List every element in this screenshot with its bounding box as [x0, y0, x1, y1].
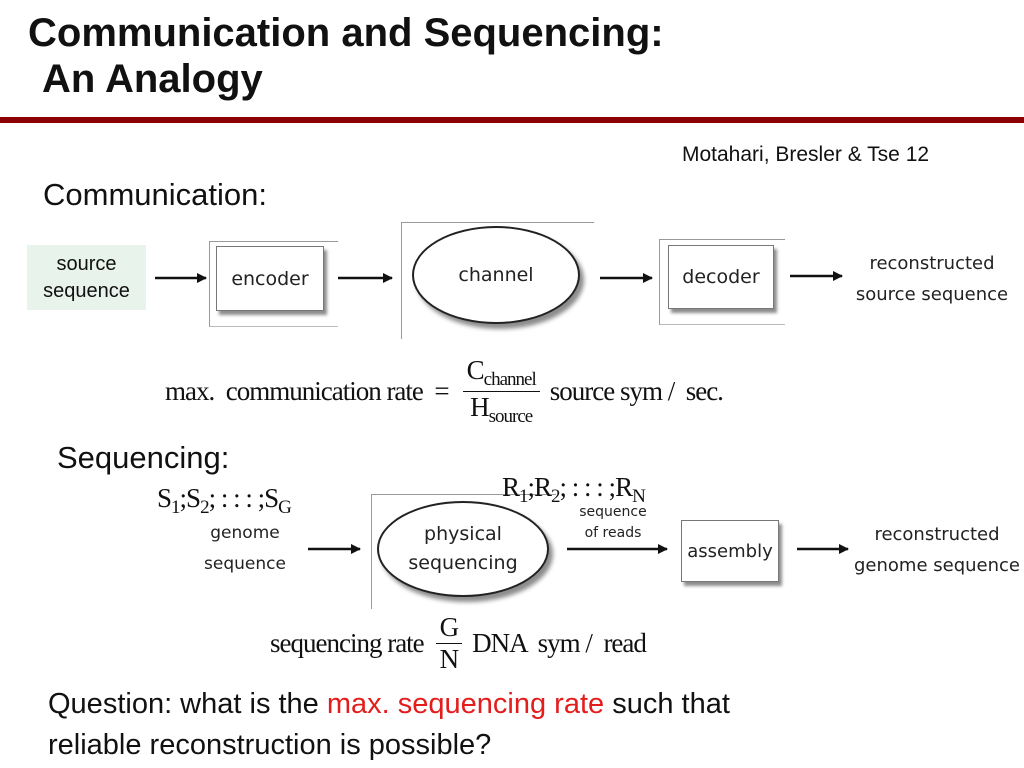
genome-s2-sub: 2: [200, 497, 209, 518]
reconstructed-genome-line-1: reconstructed: [874, 524, 1000, 545]
question-text: Question: what is the max. sequencing ra…: [48, 684, 730, 766]
source-line-1: source: [56, 253, 117, 275]
reconstructed-source-line-2: source sequence: [855, 284, 1009, 305]
citation: Motahari, Bresler & Tse 12: [682, 143, 930, 166]
comm-rate-units: source sym / sec.: [549, 375, 724, 406]
question-highlight: max. sequencing rate: [326, 688, 605, 720]
reads-symbols: R1;R2; : : : ;RN: [502, 472, 646, 508]
source-sequence-box: source sequence: [27, 245, 146, 310]
channel-frame: [401, 222, 594, 339]
reads-rn-sub: N: [632, 486, 646, 507]
seq-rate-numerator: G: [435, 612, 463, 644]
genome-s1-sub: 1: [171, 497, 180, 518]
genome-sep: ;: [179, 483, 187, 513]
sequence-of-reads-label: sequence of reads: [567, 502, 659, 544]
comm-num-sub: channel: [483, 368, 537, 390]
comm-rate-fraction: Cchannel Hsource: [462, 354, 540, 428]
question-prefix: Question: what is the: [48, 688, 327, 720]
genome-ellipsis: ; : : : ;: [208, 483, 266, 513]
reads-rn: R: [615, 472, 633, 502]
sequencing-heading: Sequencing:: [57, 440, 230, 475]
sequencing-rate-formula: sequencing rate G N DNA sym / read: [270, 607, 647, 679]
physical-label: physical sequencing: [408, 520, 517, 578]
seq-rate-denominator: N: [439, 643, 459, 674]
reconstructed-genome-label: reconstructed genome sequence: [852, 519, 1022, 581]
comm-rate-denominator: Hsource: [470, 391, 534, 428]
reconstructed-genome-line-2: genome sequence: [854, 555, 1020, 576]
channel-node: channel: [412, 226, 580, 324]
encoder-box: encoder: [216, 246, 324, 311]
seq-rate-units: DNA sym / read: [472, 627, 647, 658]
question-line-1: Question: what is the max. sequencing ra…: [48, 684, 730, 725]
physical-sequencing-node: physical sequencing: [377, 501, 549, 597]
genome-s2: S: [186, 483, 201, 513]
genome-sequence-label: genome sequence: [190, 518, 300, 580]
seq-rate-lhs: sequencing rate: [270, 627, 425, 658]
slide-title: Communication and Sequencing: An Analogy: [28, 10, 664, 102]
decoder-frame: [659, 239, 785, 325]
genome-line-1: genome: [210, 523, 280, 543]
title-rule: [0, 117, 1024, 123]
question-suffix: such that: [604, 688, 730, 720]
reads-ellipsis: ; : : : ;: [559, 472, 617, 502]
physical-frame: [371, 494, 556, 609]
title-line-2: An Analogy: [42, 57, 263, 101]
comm-den-base: H: [470, 391, 489, 422]
channel-label: channel: [458, 263, 534, 286]
comm-rate-lhs: max. communication rate =: [165, 375, 450, 406]
encoder-frame: [209, 241, 338, 327]
reconstructed-source-label: reconstructed source sequence: [852, 248, 1012, 310]
genome-symbols: S1;S2; : : : ;SG: [157, 483, 292, 519]
physical-line-1: physical: [424, 523, 502, 545]
question-line-2: reliable reconstruction is possible?: [48, 729, 492, 761]
communication-rate-formula: max. communication rate = Cchannel Hsour…: [165, 354, 724, 428]
genome-s1: S: [157, 483, 172, 513]
comm-den-sub: source: [488, 405, 534, 427]
physical-line-2: sequencing: [408, 552, 518, 574]
communication-heading: Communication:: [43, 177, 267, 212]
genome-sg: S: [264, 483, 279, 513]
reads-line-2: of reads: [584, 525, 642, 541]
seq-rate-fraction: G N: [435, 612, 463, 675]
genome-line-2: sequence: [204, 554, 286, 574]
genome-sg-sub: G: [278, 497, 292, 518]
source-line-2: sequence: [43, 280, 130, 302]
title-line-1: Communication and Sequencing:: [28, 11, 664, 55]
channel-ellipse: [412, 226, 580, 324]
decoder-box: decoder: [668, 245, 774, 309]
assembly-box: assembly: [681, 520, 779, 582]
reads-line-1: sequence: [579, 504, 647, 520]
comm-rate-numerator: Cchannel: [462, 354, 540, 392]
comm-num-base: C: [466, 354, 485, 385]
reads-r1-sub: 1: [519, 486, 528, 507]
reconstructed-source-line-1: reconstructed: [869, 253, 995, 274]
physical-ellipse: [377, 501, 549, 597]
reads-r2-sub: 2: [551, 486, 560, 507]
reads-r2: R: [534, 472, 552, 502]
reads-r1: R: [502, 472, 520, 502]
reads-sep: ;: [527, 472, 535, 502]
